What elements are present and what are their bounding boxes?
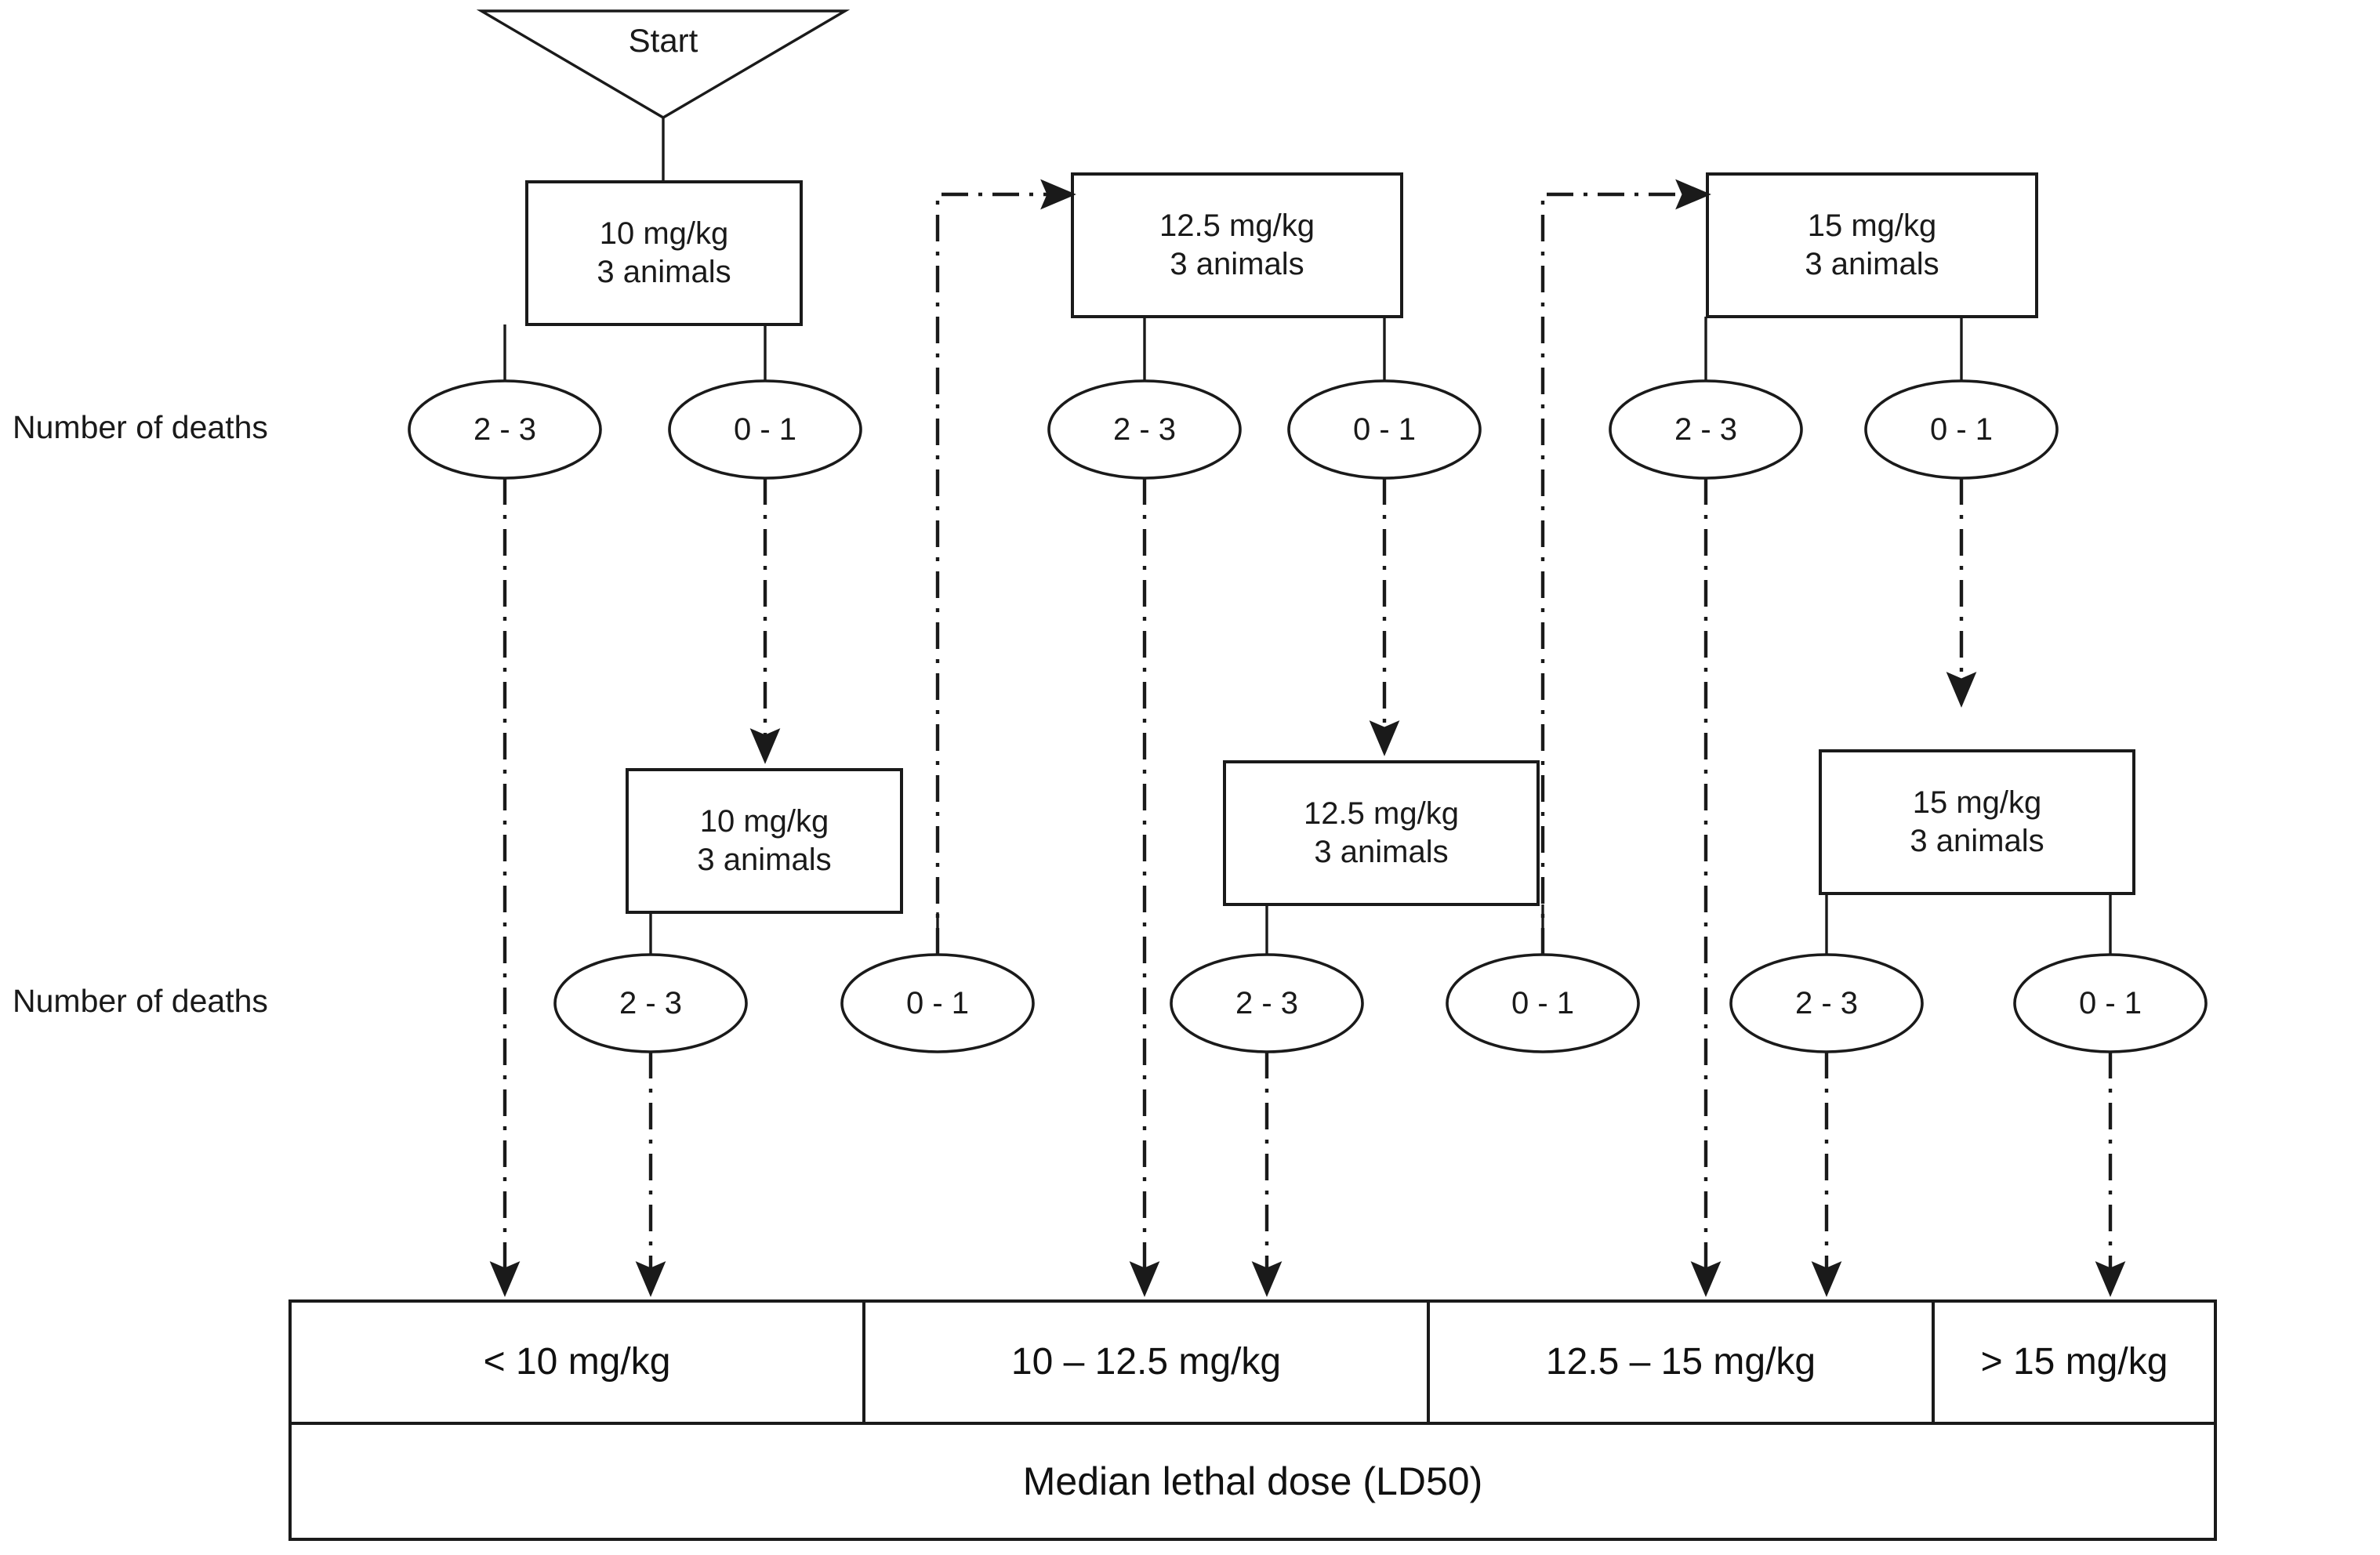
deaths-node-e1-6[interactable]: 0 - 1	[1929, 411, 1994, 447]
deaths-node-e2-6[interactable]: 0 - 1	[2078, 985, 2142, 1020]
deaths-node-e1-3[interactable]: 2 - 3	[1112, 411, 1177, 447]
deaths-node-e2-2[interactable]: 0 - 1	[905, 985, 970, 1020]
box-mid-10-animals: 3 animals	[697, 843, 832, 877]
box-mid-12-5[interactable]: 12.5 mg/kg 3 animals	[1224, 762, 1538, 904]
box-top-12-5[interactable]: 12.5 mg/kg 3 animals	[1072, 174, 1402, 317]
deaths-node-e2-4[interactable]: 0 - 1	[1511, 985, 1575, 1020]
box-mid-10[interactable]: 10 mg/kg 3 animals	[627, 770, 902, 912]
box-mid-15-dose: 15 mg/kg	[1912, 785, 2042, 821]
result-cell-lt-10[interactable]: < 10 mg/kg	[290, 1301, 864, 1423]
box-top-15-dose: 15 mg/kg	[1807, 208, 1937, 244]
row-label-deaths-1: Number of deaths	[13, 409, 268, 445]
result-cell-lt-10-label: < 10 mg/kg	[483, 1340, 671, 1383]
deaths-node-e1-5[interactable]: 2 - 3	[1674, 411, 1738, 447]
result-cell-10-12-5-label: 10 – 12.5 mg/kg	[1010, 1340, 1282, 1383]
box-top-12-5-dose: 12.5 mg/kg	[1159, 208, 1315, 244]
result-cell-12-5-15[interactable]: 12.5 – 15 mg/kg	[1428, 1301, 1933, 1423]
box-top-10-dose: 10 mg/kg	[599, 216, 729, 252]
box-mid-12-5-animals: 3 animals	[1314, 835, 1449, 869]
deaths-node-e1-1[interactable]: 2 - 3	[473, 411, 537, 447]
result-cell-10-12-5[interactable]: 10 – 12.5 mg/kg	[864, 1301, 1428, 1423]
deaths-node-e2-1[interactable]: 2 - 3	[619, 985, 683, 1020]
result-cell-gt-15-label: > 15 mg/kg	[1980, 1340, 2168, 1383]
box-top-10[interactable]: 10 mg/kg 3 animals	[527, 182, 801, 324]
box-top-12-5-animals: 3 animals	[1170, 247, 1304, 281]
box-mid-12-5-dose: 12.5 mg/kg	[1304, 796, 1459, 832]
deaths-node-e2-3[interactable]: 2 - 3	[1235, 985, 1299, 1020]
deaths-node-e1-4[interactable]: 0 - 1	[1352, 411, 1417, 447]
box-top-15[interactable]: 15 mg/kg 3 animals	[1707, 174, 2037, 317]
result-cell-gt-15[interactable]: > 15 mg/kg	[1933, 1301, 2215, 1423]
box-mid-15-animals: 3 animals	[1910, 824, 2044, 858]
flow-e2-2-to-box-top-12-5	[935, 179, 1076, 955]
box-mid-15[interactable]: 15 mg/kg 3 animals	[1820, 751, 2134, 893]
flow-e2-4-to-box-top-15	[1540, 179, 1711, 955]
deaths-node-e2-5[interactable]: 2 - 3	[1794, 985, 1859, 1020]
result-table-summary-label: Median lethal dose (LD50)	[1022, 1459, 1483, 1503]
deaths-node-e1-2[interactable]: 0 - 1	[733, 411, 797, 447]
box-top-15-animals: 3 animals	[1805, 247, 1939, 281]
start-label: Start	[628, 22, 698, 60]
row-label-deaths-2: Number of deaths	[13, 983, 268, 1019]
box-top-10-animals: 3 animals	[597, 255, 731, 289]
box-mid-10-dose: 10 mg/kg	[699, 804, 829, 839]
result-table-summary: Median lethal dose (LD50)	[290, 1423, 2215, 1539]
result-cell-12-5-15-label: 12.5 – 15 mg/kg	[1545, 1340, 1816, 1383]
